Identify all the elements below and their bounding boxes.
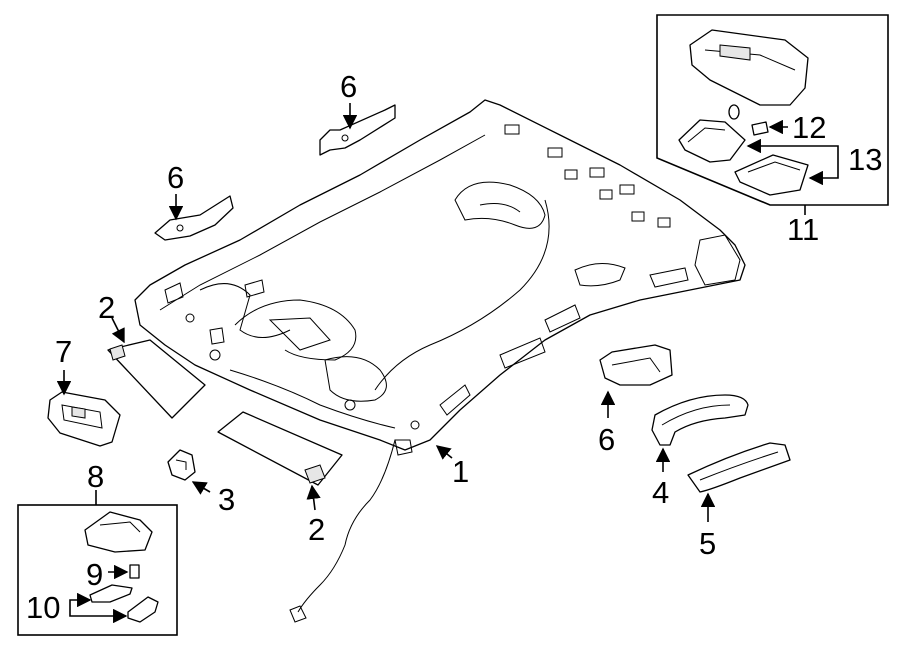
- callout-1: 1: [452, 454, 469, 489]
- callout-11: 11: [787, 212, 819, 247]
- callout-2-right-visor: 2: [308, 512, 325, 547]
- grab-handle: [651, 394, 749, 446]
- bracket-middle: [154, 195, 234, 241]
- handle-cover: [687, 442, 791, 493]
- headliner-panel: [134, 99, 746, 623]
- callout-5: 5: [699, 526, 716, 561]
- callout-10: 10: [26, 590, 60, 625]
- callout-7: 7: [55, 334, 72, 369]
- callout-8: 8: [87, 459, 104, 494]
- callout-6-right-bracket: 6: [598, 422, 615, 457]
- console-kit-box: [656, 14, 889, 215]
- callout-4: 4: [652, 475, 669, 510]
- callout-13: 13: [848, 142, 882, 177]
- sun-visor-left: [107, 339, 206, 419]
- bracket-upper: [319, 104, 396, 156]
- leader-lines: [56, 103, 839, 624]
- callout-labels: 1 2 2 3 4 5 6 6 6 7 8 9 10 11 12 13: [26, 69, 882, 625]
- visor-holder: [167, 449, 196, 481]
- bracket-right: [599, 344, 673, 386]
- callout-2-left-visor: 2: [98, 290, 115, 325]
- sun-visor-right: [217, 411, 343, 486]
- callout-6-upper-bracket: 6: [340, 69, 357, 104]
- rear-lamp-kit-box: [17, 490, 178, 636]
- callout-3: 3: [218, 482, 235, 517]
- map-lamp: [47, 391, 121, 447]
- callout-9: 9: [86, 557, 103, 592]
- callout-6-middle-bracket: 6: [167, 160, 184, 195]
- callout-12: 12: [792, 110, 826, 145]
